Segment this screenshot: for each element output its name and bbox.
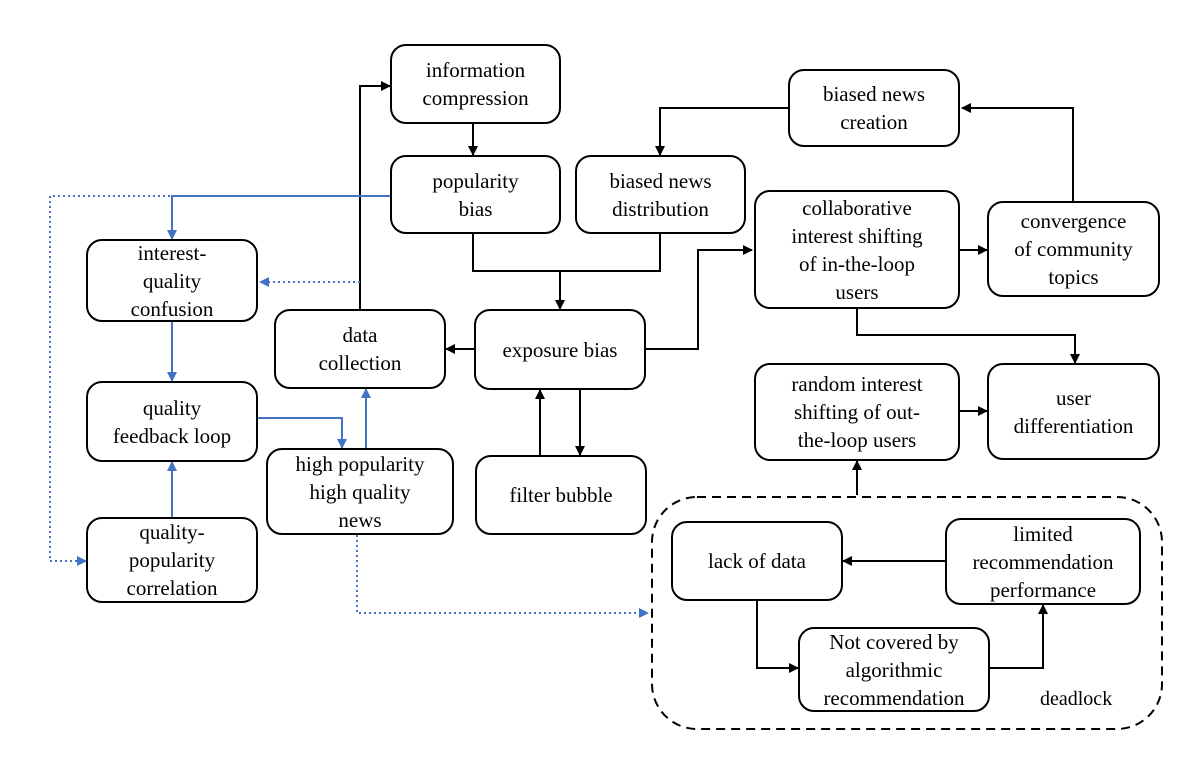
high-popularity-high-quality-news-box: high popularity high quality news <box>266 448 454 535</box>
random-interest-shifting-box: random interest shifting of out- the-loo… <box>754 363 960 461</box>
arrow-convergence-to-creation <box>961 103 1074 201</box>
quality-feedback-loop-box: quality feedback loop <box>86 381 258 462</box>
arrow-collaborative-to-user-differentiation <box>856 309 1080 364</box>
data-collection-box: data collection <box>274 309 446 389</box>
convergence-of-community-topics-box: convergence of community topics <box>987 201 1160 297</box>
user-differentiation-box: user differentiation <box>987 363 1160 460</box>
limited-recommendation-performance-box: limited recommendation performance <box>945 518 1141 605</box>
collaborative-interest-shifting-box: collaborative interest shifting of in-th… <box>754 190 960 309</box>
arrow-bias-merge-to-exposure <box>472 234 661 309</box>
arrow-popularity-bias-to-interest-quality <box>167 195 390 240</box>
arrow-data-collection-to-compression <box>359 81 391 309</box>
information-compression-box: information compression <box>390 44 561 124</box>
arrow-quality-feedback-to-high-popularity <box>258 417 347 449</box>
dotted-arrow-high-popularity-to-deadlock <box>356 535 649 618</box>
biased-news-distribution-box: biased news distribution <box>575 155 746 234</box>
interest-quality-confusion-box: interest- quality confusion <box>86 239 258 322</box>
biased-news-creation-box: biased news creation <box>788 69 960 147</box>
dotted-arrow-popularity-to-correlation <box>49 195 390 566</box>
deadlock-group-border <box>651 496 1163 730</box>
not-covered-by-algorithmic-recommendation-box: Not covered by algorithmic recommendatio… <box>798 627 990 712</box>
popularity-bias-box: popularity bias <box>390 155 561 234</box>
exposure-bias-box: exposure bias <box>474 309 646 390</box>
arrow-creation-to-distribution <box>655 107 788 156</box>
deadlock-label: deadlock <box>1040 688 1113 710</box>
filter-bubble-box: filter bubble <box>475 455 647 535</box>
quality-popularity-correlation-box: quality- popularity correlation <box>86 517 258 603</box>
arrow-lack-of-data-to-not-covered <box>756 601 799 673</box>
lack-of-data-box: lack of data <box>671 521 843 601</box>
arrow-not-covered-to-limited <box>990 604 1048 669</box>
arrow-exposure-to-collaborative <box>646 245 753 350</box>
